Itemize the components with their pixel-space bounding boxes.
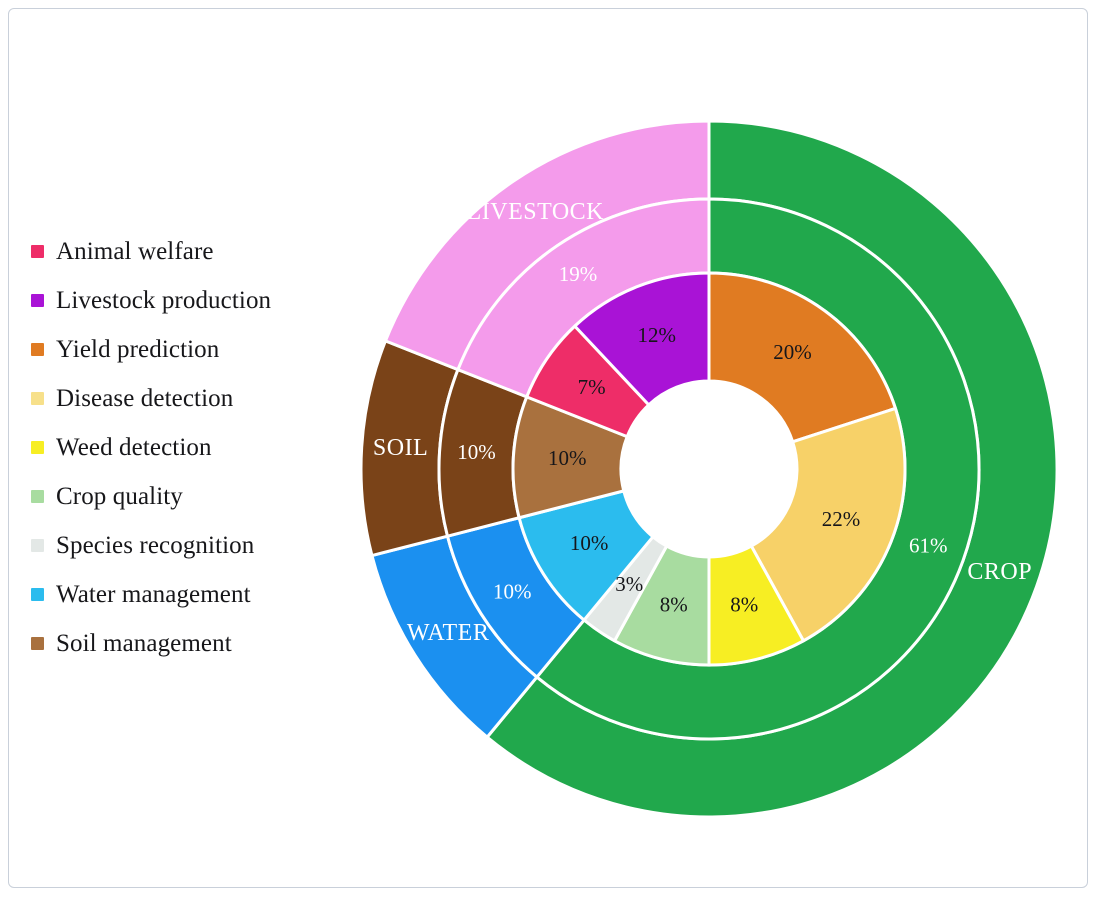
slice-label-middle-1: 10% <box>493 580 532 604</box>
legend-swatch-icon <box>31 343 44 356</box>
slice-label-middle-0: 61% <box>909 534 948 558</box>
slice-label-outer-3: LIVESTOCK <box>467 199 605 225</box>
legend-item-label: Water management <box>56 581 251 608</box>
slice-label-inner-3: 8% <box>660 592 688 616</box>
slice-label-outer-0: CROP <box>967 559 1032 585</box>
legend-item-label: Weed detection <box>56 434 212 461</box>
slice-label-inner-1: 22% <box>822 507 861 531</box>
ring-middle-group <box>437 197 981 741</box>
legend-item[interactable]: Livestock production <box>31 276 351 325</box>
slice-label-inner-4: 3% <box>615 572 643 596</box>
sunburst-slice-inner-0[interactable] <box>707 271 897 444</box>
ring-inner-group <box>511 271 907 667</box>
legend-item-label: Livestock production <box>56 287 272 314</box>
ring-labels-group: 20%22%8%8%3%10%10%7%12%61%10%10%19%CROPW… <box>373 199 1032 646</box>
legend-item[interactable]: Animal welfare <box>31 227 351 276</box>
legend-swatch-icon <box>31 294 44 307</box>
legend-swatch-icon <box>31 245 44 258</box>
legend-item-label: Animal welfare <box>56 238 214 265</box>
legend-item[interactable]: Water management <box>31 570 351 619</box>
slice-label-inner-7: 7% <box>578 375 606 399</box>
legend-swatch-icon <box>31 539 44 552</box>
legend-item[interactable]: Disease detection <box>31 374 351 423</box>
legend-swatch-icon <box>31 392 44 405</box>
legend-item-label: Crop quality <box>56 483 183 510</box>
ring-outer-group <box>359 119 1059 819</box>
legend-item[interactable]: Crop quality <box>31 472 351 521</box>
slice-label-inner-8: 12% <box>637 323 676 347</box>
legend-item-label: Species recognition <box>56 532 255 559</box>
sunburst-svg: 20%22%8%8%3%10%10%7%12%61%10%10%19%CROPW… <box>359 119 1059 819</box>
legend-item[interactable]: Soil management <box>31 619 351 668</box>
legend-swatch-icon <box>31 441 44 454</box>
slice-label-outer-1: WATER <box>407 620 490 646</box>
sunburst-slice-inner-8[interactable] <box>573 271 711 407</box>
legend-swatch-icon <box>31 637 44 650</box>
sunburst-slice-inner-1[interactable] <box>749 406 907 643</box>
slice-label-inner-0: 20% <box>773 340 812 364</box>
legend-item[interactable]: Species recognition <box>31 521 351 570</box>
slice-label-middle-3: 19% <box>559 262 598 286</box>
slice-label-middle-2: 10% <box>457 440 496 464</box>
legend-item-label: Yield prediction <box>56 336 220 363</box>
legend-item-label: Disease detection <box>56 385 234 412</box>
slice-label-outer-2: SOIL <box>373 435 428 461</box>
legend-item[interactable]: Yield prediction <box>31 325 351 374</box>
legend-item-label: Soil management <box>56 630 232 657</box>
legend-item[interactable]: Weed detection <box>31 423 351 472</box>
slice-label-inner-2: 8% <box>730 592 758 616</box>
legend-swatch-icon <box>31 490 44 503</box>
slice-label-inner-5: 10% <box>570 531 609 555</box>
legend-swatch-icon <box>31 588 44 601</box>
slice-label-inner-6: 10% <box>548 446 587 470</box>
